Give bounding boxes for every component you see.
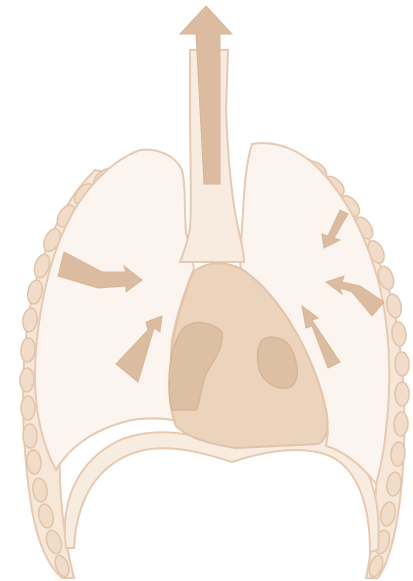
rib-segment xyxy=(21,396,35,420)
rib-segment xyxy=(395,352,410,376)
rib-segment xyxy=(20,368,35,392)
left-lung xyxy=(35,150,194,470)
rib-segment xyxy=(23,424,38,448)
rib-segment xyxy=(395,382,409,406)
rib-segment xyxy=(394,412,409,436)
diaphragm-icon xyxy=(65,432,379,552)
